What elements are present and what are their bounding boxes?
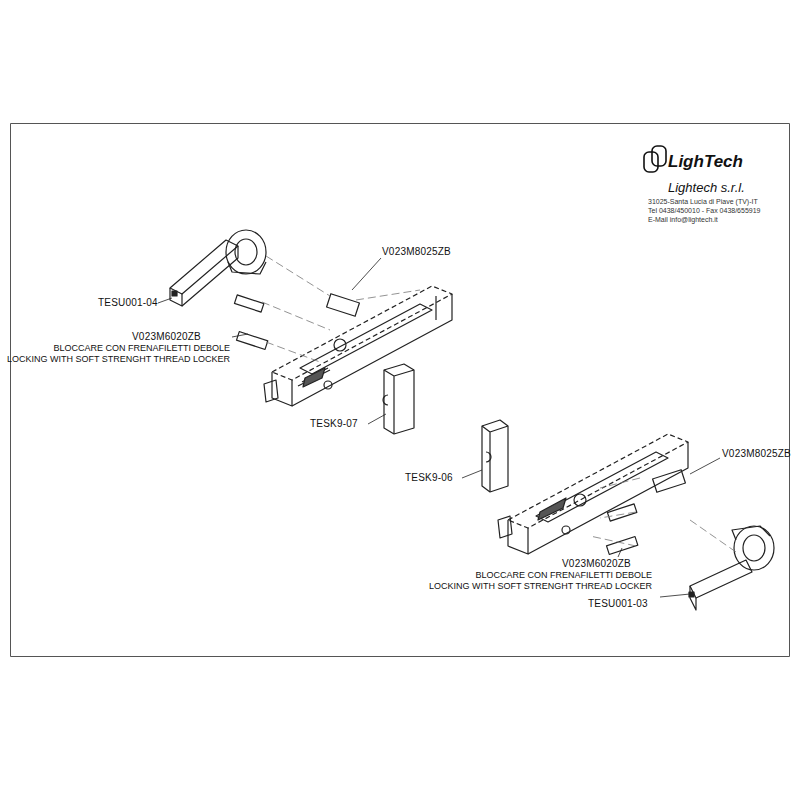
company-address: 31025-Santa Lucia di Piave (TV)-IT bbox=[648, 198, 758, 206]
company-email: E-Mail info@lightech.it bbox=[648, 216, 718, 224]
slider-block bbox=[383, 364, 414, 434]
brand-logo: LighTech bbox=[668, 152, 743, 171]
assembly-note: LOCKING WITH SOFT STRENGHT THREAD LOCKER bbox=[429, 581, 652, 592]
part-number: V023M6020ZB bbox=[562, 558, 631, 569]
part-number: TESU001-03 bbox=[588, 598, 648, 609]
part-number: V023M6020ZB bbox=[132, 331, 201, 342]
part-number: TESK9-07 bbox=[310, 418, 358, 429]
bolt bbox=[606, 470, 685, 555]
part-number: V023M8025ZB bbox=[382, 246, 451, 257]
part-number: V023M8025ZB bbox=[722, 448, 791, 459]
company-name: Lightech s.r.l. bbox=[668, 180, 745, 195]
bolt bbox=[234, 294, 359, 350]
assembly-note: BLOCCARE CON FRENAFILETTI DEBOLE bbox=[475, 570, 652, 581]
clamp-arm bbox=[689, 526, 774, 610]
assembly-note: BLOCCARE CON FRENAFILETTI DEBOLE bbox=[53, 343, 230, 354]
assembly-note: LOCKING WITH SOFT STRENGHT THREAD LOCKER bbox=[7, 354, 230, 365]
slider-body bbox=[498, 434, 688, 554]
slider-block bbox=[482, 420, 508, 492]
clamp-arm bbox=[170, 230, 266, 306]
company-phone: Tel 0438/450010 - Fax 0438/655919 bbox=[648, 207, 760, 215]
part-number: TESU001-04 bbox=[98, 297, 158, 308]
part-number: TESK9-06 bbox=[405, 472, 453, 483]
slider-body bbox=[264, 286, 452, 406]
